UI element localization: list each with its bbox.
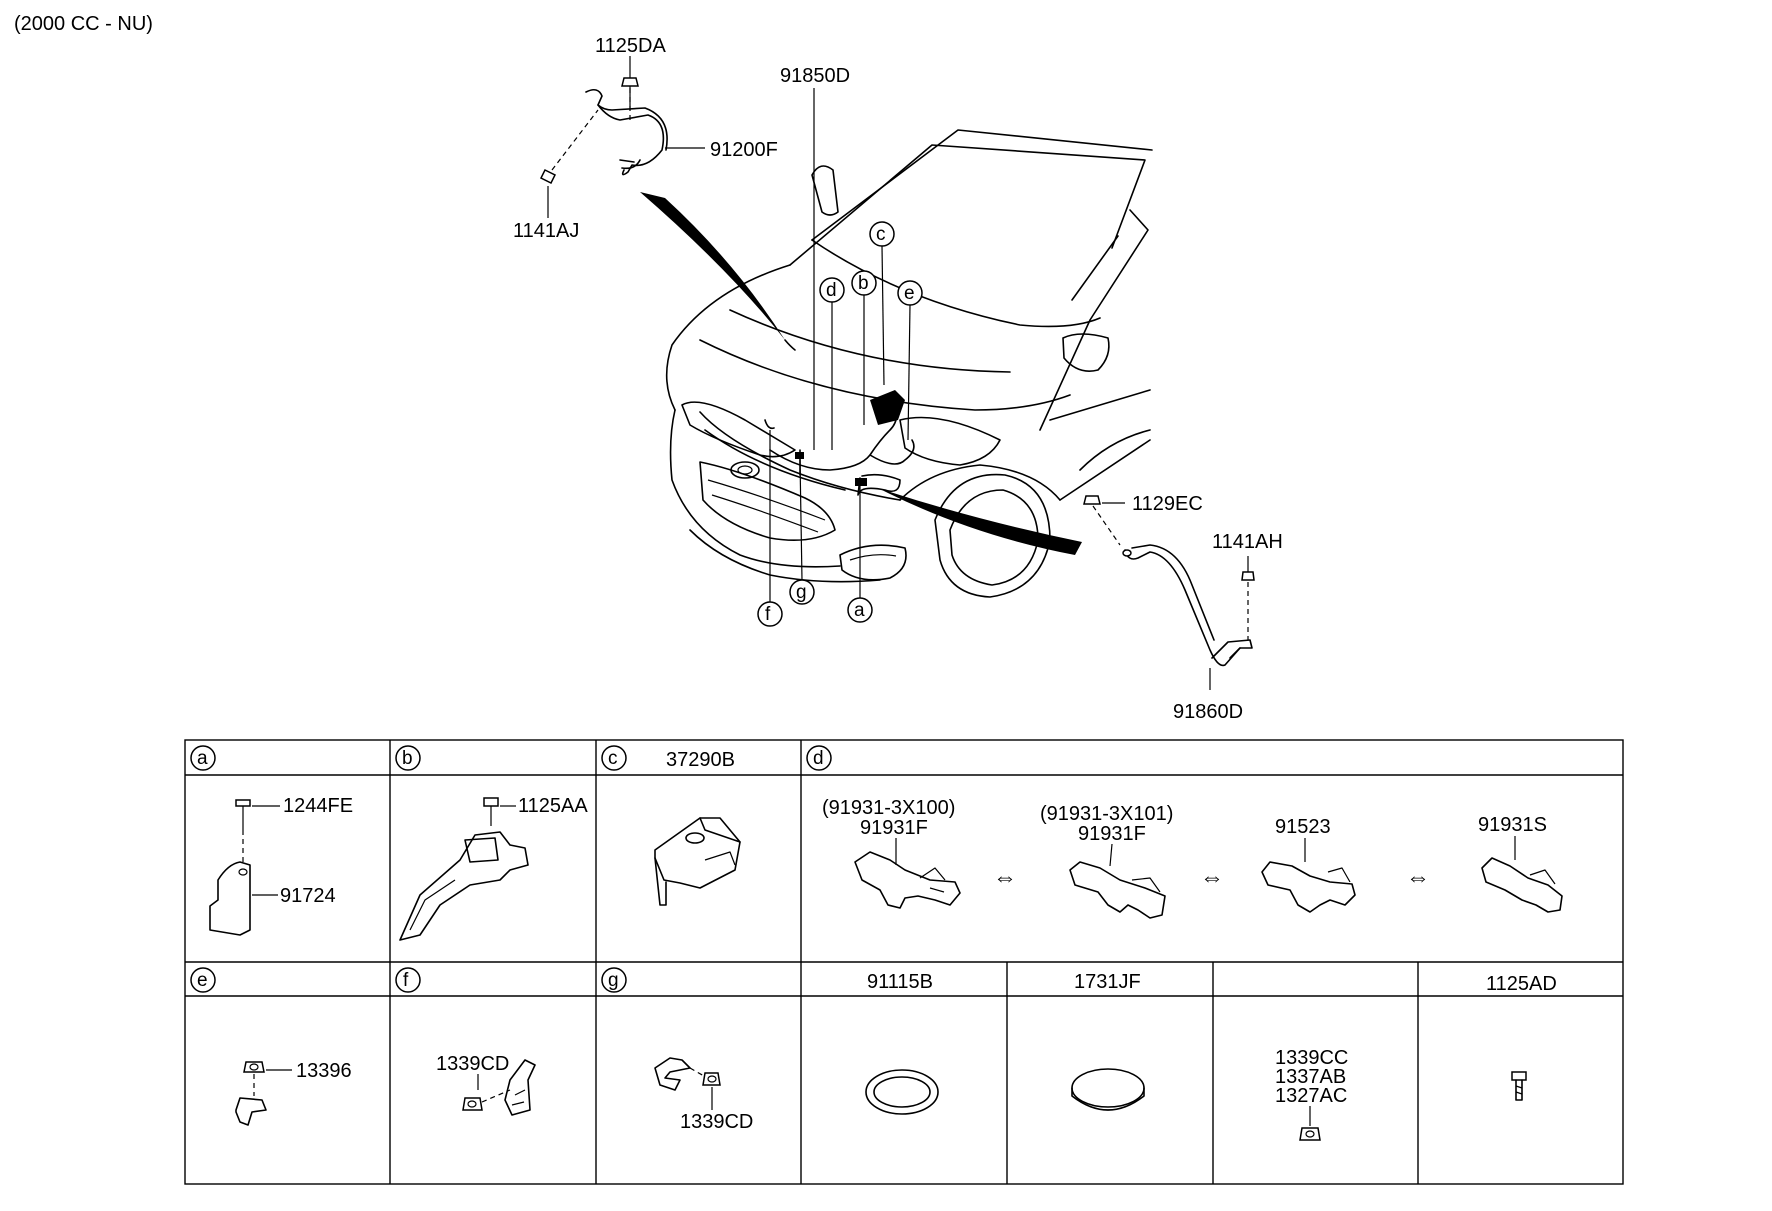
svg-text:g: g — [796, 582, 807, 603]
battery-cable-91200f — [585, 88, 668, 176]
svg-text:c: c — [608, 748, 618, 769]
cell-f-contents: 1339CD — [436, 1053, 536, 1116]
interchange-arrow-1: ⇔ — [993, 864, 1017, 891]
callout-1125da: 1125DA — [595, 35, 666, 57]
part-code-91931-3x101: (91931-3X101) — [1040, 803, 1173, 825]
bolt-1129ec — [1083, 495, 1101, 505]
svg-text:f: f — [765, 604, 771, 625]
svg-text:e: e — [904, 283, 915, 304]
circle-callout-c: c — [869, 221, 895, 386]
part-code-91931-3x100: (91931-3X100) — [822, 797, 955, 819]
interchange-arrow-3: ⇔ — [1406, 864, 1430, 891]
cell-part-91115b: 91115B — [867, 971, 933, 993]
part-1337ab: 1337AB — [1275, 1066, 1346, 1088]
part-91523: 91523 — [1275, 816, 1331, 838]
callout-91860d: 91860D — [1173, 701, 1243, 723]
engine-spec-note: (2000 CC - NU) — [14, 13, 153, 35]
leader-wedge-top — [640, 192, 785, 340]
cell-d-header: d — [806, 745, 832, 771]
part-1327ac: 1327AC — [1275, 1085, 1347, 1107]
svg-text:d: d — [813, 748, 824, 769]
svg-text:e: e — [197, 970, 208, 991]
circle-callout-f: f — [757, 430, 783, 627]
svg-text:b: b — [402, 748, 413, 769]
part-91931f-b: 91931F — [1078, 823, 1146, 845]
callout-91850d: 91850D — [780, 65, 850, 87]
svg-text:a: a — [197, 748, 208, 769]
cell-a-header: a — [190, 745, 216, 771]
circle-callout-b: b — [851, 270, 877, 425]
part-91724: 91724 — [280, 885, 336, 907]
bolt-1141aj — [539, 168, 557, 185]
wiring-harness-on-vehicle — [764, 339, 915, 496]
interchange-arrow-2: ⇔ — [1200, 864, 1224, 891]
circle-callout-g: g — [789, 459, 815, 605]
part-1244fe: 1244FE — [283, 795, 353, 817]
cell-b-contents: 1125AA — [399, 795, 588, 941]
part-1339cd-f: 1339CD — [436, 1053, 509, 1075]
circle-callout-e: e — [897, 280, 923, 441]
part-13396: 13396 — [296, 1060, 352, 1082]
cell-f-header: f — [395, 967, 421, 993]
svg-text:d: d — [826, 280, 837, 301]
svg-text:g: g — [608, 970, 619, 991]
part-91931f-a: 91931F — [860, 817, 928, 839]
callout-1141ah: 1141AH — [1212, 531, 1283, 553]
svg-text:a: a — [854, 600, 865, 621]
svg-text:f: f — [403, 970, 409, 991]
part-1339cd-g: 1339CD — [680, 1111, 753, 1133]
svg-text:c: c — [876, 224, 886, 245]
cell-g-contents: 1339CD — [654, 1057, 753, 1133]
cell-g-header: g — [601, 967, 627, 993]
cell-part-1731jf: 1731JF — [1074, 971, 1141, 993]
bolt-1125ad — [1511, 1071, 1527, 1101]
part-1125aa: 1125AA — [518, 795, 588, 817]
circle-callout-d: d — [819, 277, 845, 450]
callout-1129ec: 1129EC — [1132, 493, 1203, 515]
svg-text:b: b — [858, 273, 869, 294]
part-1339cc: 1339CC — [1275, 1047, 1348, 1069]
cell-part-1125ad: 1125AD — [1486, 973, 1557, 995]
cell-d-contents: (91931-3X100) 91931F (91931-3X101) 91931… — [822, 797, 1563, 919]
ground-cable-91860d — [1122, 544, 1253, 667]
parts-table-grid — [184, 739, 1624, 1185]
plug-1731jf — [1071, 1068, 1145, 1111]
callout-1141aj: 1141AJ — [513, 220, 579, 242]
cell-c-part-37290b: 37290B — [666, 749, 735, 771]
bolt-1141ah — [1241, 571, 1255, 581]
cell-e-header: e — [190, 967, 216, 993]
cell-b-header: b — [395, 745, 421, 771]
callout-91200f: 91200F — [710, 139, 778, 161]
cell-a-contents: 1244FE 91724 — [209, 795, 353, 936]
part-91931s: 91931S — [1478, 814, 1547, 836]
cell-e-contents: 13396 — [235, 1060, 352, 1126]
grommet-91115b — [865, 1069, 939, 1115]
cell-c-contents — [654, 817, 741, 906]
cell-col6-contents: 1339CC 1337AB 1327AC — [1275, 1047, 1348, 1141]
circle-callout-a: a — [847, 485, 873, 623]
bolt-1125da — [621, 77, 639, 87]
leader-wedge-bottom — [878, 488, 1082, 555]
cell-c-header: c 37290B — [601, 745, 735, 771]
